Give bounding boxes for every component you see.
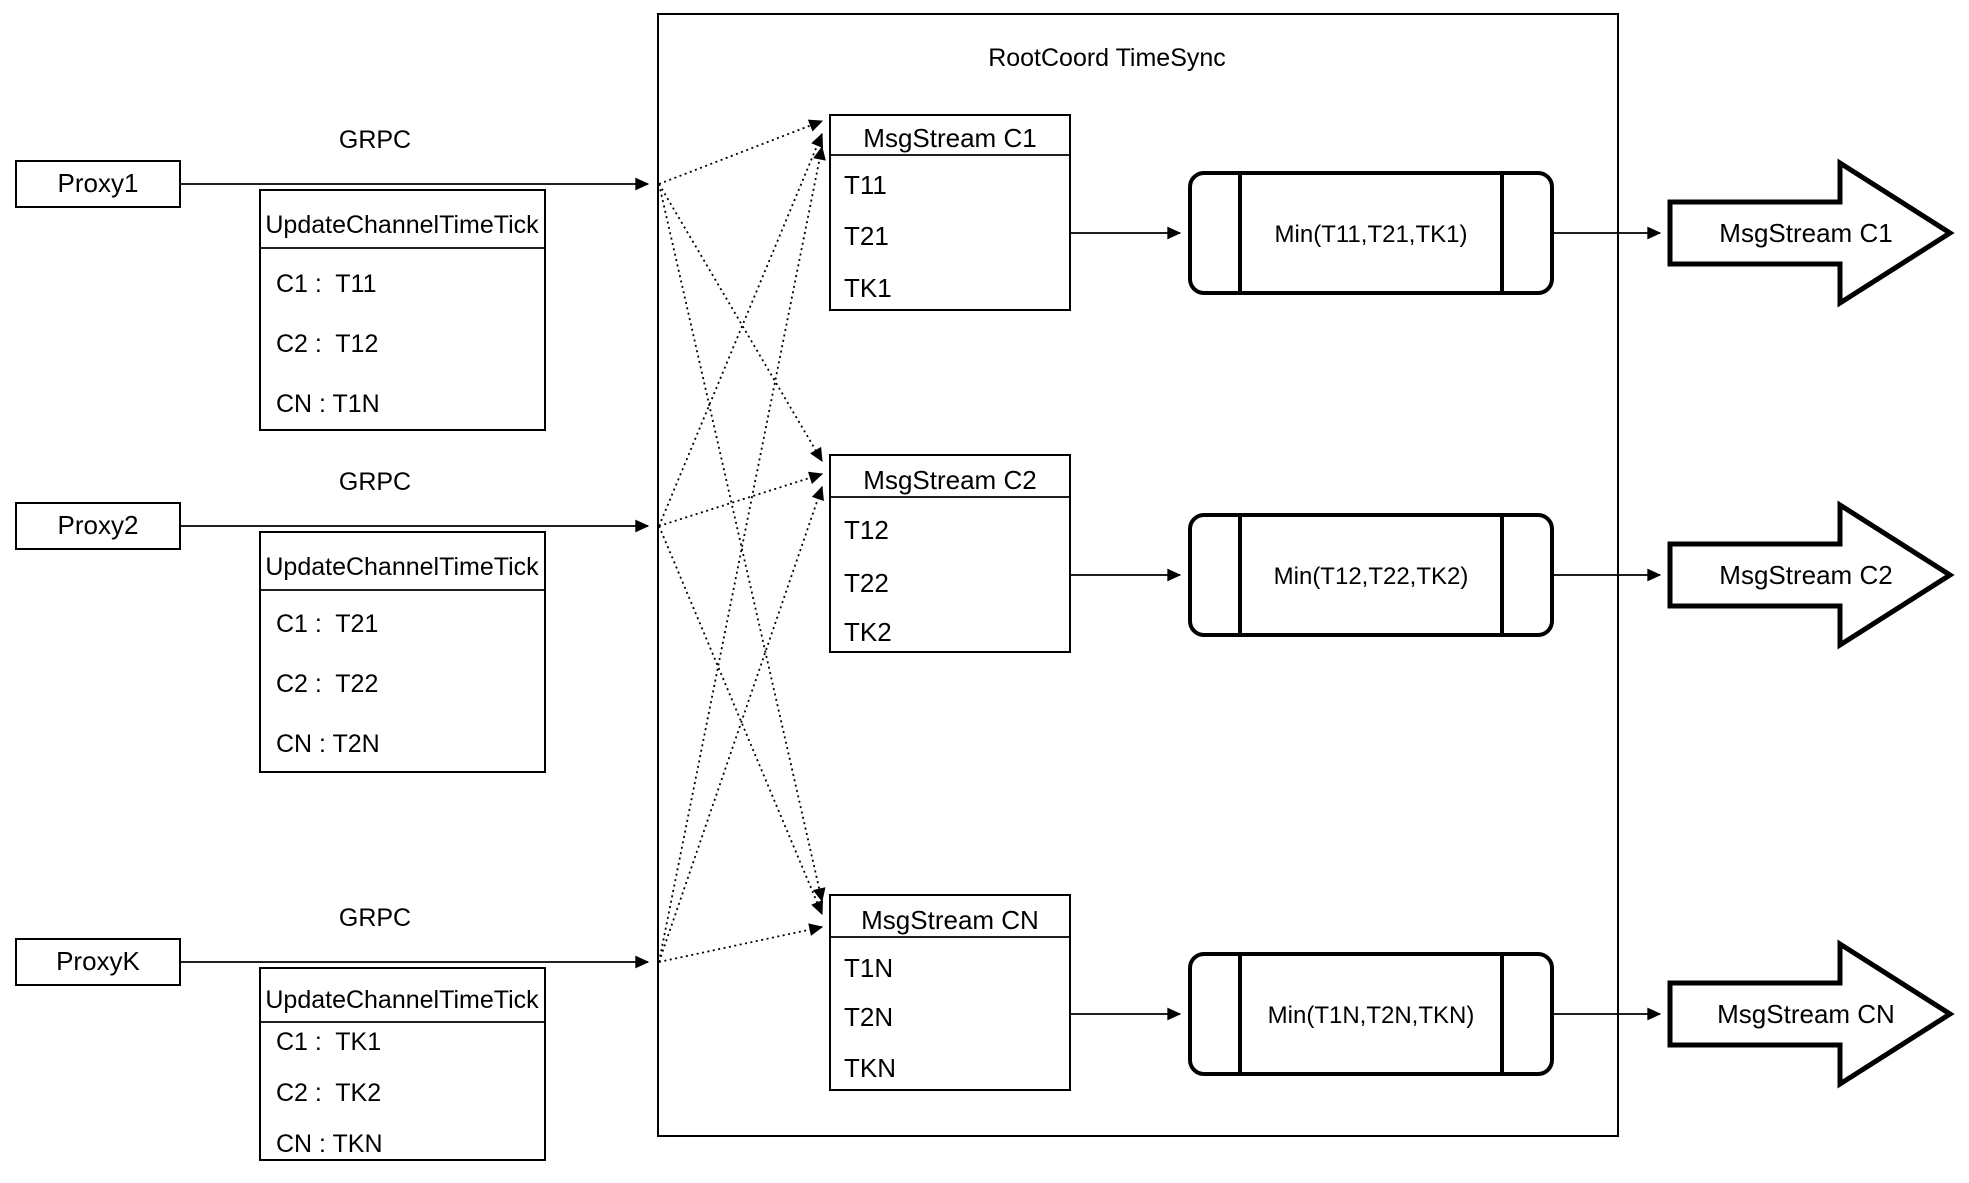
msgstream-row: T11 [844,170,887,200]
timetick-fanout-arrows [658,119,826,963]
fanout-dotted-arrow [658,145,826,963]
timetick-row: C2 : TK2 [276,1079,381,1107]
proxy-box [15,160,181,208]
timetick-row: C2 : T12 [276,330,378,358]
out-arrow-shape [1667,939,1955,1089]
msgstream-row: T1N [844,953,893,983]
fanout-dotted-arrow [658,119,824,185]
msgstream-table-box [829,894,1071,1091]
timetick-row: C1 : TK1 [276,1028,381,1056]
timetick-row: CN : TKN [276,1130,383,1158]
pipeline-row-1: Proxy1 GRPC UpdateChannelTimeTick C1 : T… [15,114,1955,431]
out-arrow-label: MsgStream CN [1717,999,1895,1029]
msgstream-row: TKN [844,1053,896,1083]
fanout-dotted-arrow [658,485,824,963]
grpc-label: GRPC [339,126,411,154]
proxy-label: Proxy2 [58,510,139,540]
out-arrow: MsgStream C2 [1667,500,1955,650]
out-arrow-label: MsgStream C2 [1719,560,1892,590]
fanout-dotted-arrow [658,923,824,963]
min-label: Min(T12,T22,TK2) [1274,563,1469,590]
out-arrow-shape [1667,500,1955,650]
rootcoord-title: RootCoord TimeSync [988,44,1226,72]
out-arrow: MsgStream C1 [1667,158,1955,308]
msgstream-table: MsgStream C2 T12 T22 TK2 [829,454,1071,653]
msgstream-table-box [829,114,1071,311]
timetick-table: UpdateChannelTimeTick C1 : T11 C2 : T12 … [259,189,546,431]
timetick-row: CN : T2N [276,730,380,758]
fanout-dotted-arrow [658,183,826,903]
msgstream-header: MsgStream C1 [863,123,1036,153]
min-node: Min(T12,T22,TK2) [1188,513,1554,637]
min-label: Min(T1N,T2N,TKN) [1268,1002,1475,1029]
timetick-row: C1 : T21 [276,610,378,638]
msgstream-row: TK2 [844,617,892,647]
timetick-header: UpdateChannelTimeTick [265,211,539,239]
grpc-label: GRPC [339,904,411,932]
timetick-row: C1 : T11 [276,270,377,298]
timetick-table: UpdateChannelTimeTick C1 : T21 C2 : T22 … [259,531,546,773]
fanout-dotted-arrow [658,471,824,527]
timetick-row: CN : T1N [276,390,380,418]
proxy-label: ProxyK [56,946,140,976]
proxy-box [15,502,181,550]
msgstream-table: MsgStream CN T1N T2N TKN [829,894,1071,1091]
timetick-table-box [259,531,546,773]
msgstream-row: T21 [844,221,889,251]
msgstream-header: MsgStream C2 [863,465,1036,495]
fanout-dotted-arrow [658,525,823,916]
pipeline-row-2: Proxy2 GRPC UpdateChannelTimeTick C1 : T… [15,454,1955,773]
msgstream-row: TK1 [844,273,892,303]
fanout-dotted-arrow [658,132,824,527]
proxy-label: Proxy1 [58,168,139,198]
min-node: Min(T1N,T2N,TKN) [1188,952,1554,1076]
timetick-row: C2 : T22 [276,670,378,698]
msgstream-row: T22 [844,568,889,598]
msgstream-row: T2N [844,1002,893,1032]
min-node: Min(T11,T21,TK1) [1188,171,1554,295]
fanout-dotted-arrow [658,183,823,463]
out-arrow: MsgStream CN [1667,939,1955,1089]
timetick-table-box [259,189,546,431]
msgstream-row: T12 [844,515,889,545]
timetick-table: UpdateChannelTimeTick C1 : TK1 C2 : TK2 … [259,967,546,1161]
min-label: Min(T11,T21,TK1) [1275,221,1468,248]
grpc-label: GRPC [339,468,411,496]
msgstream-table: MsgStream C1 T11 T21 TK1 [829,114,1071,311]
pipeline-row-3: ProxyK GRPC UpdateChannelTimeTick C1 : T… [15,894,1955,1161]
msgstream-table-box [829,454,1071,653]
out-arrow-shape [1667,158,1955,308]
msgstream-header: MsgStream CN [861,905,1039,935]
timetick-header: UpdateChannelTimeTick [265,553,539,581]
out-arrow-label: MsgStream C1 [1719,218,1892,248]
timetick-header: UpdateChannelTimeTick [265,986,539,1014]
timetick-table-box [259,967,546,1161]
